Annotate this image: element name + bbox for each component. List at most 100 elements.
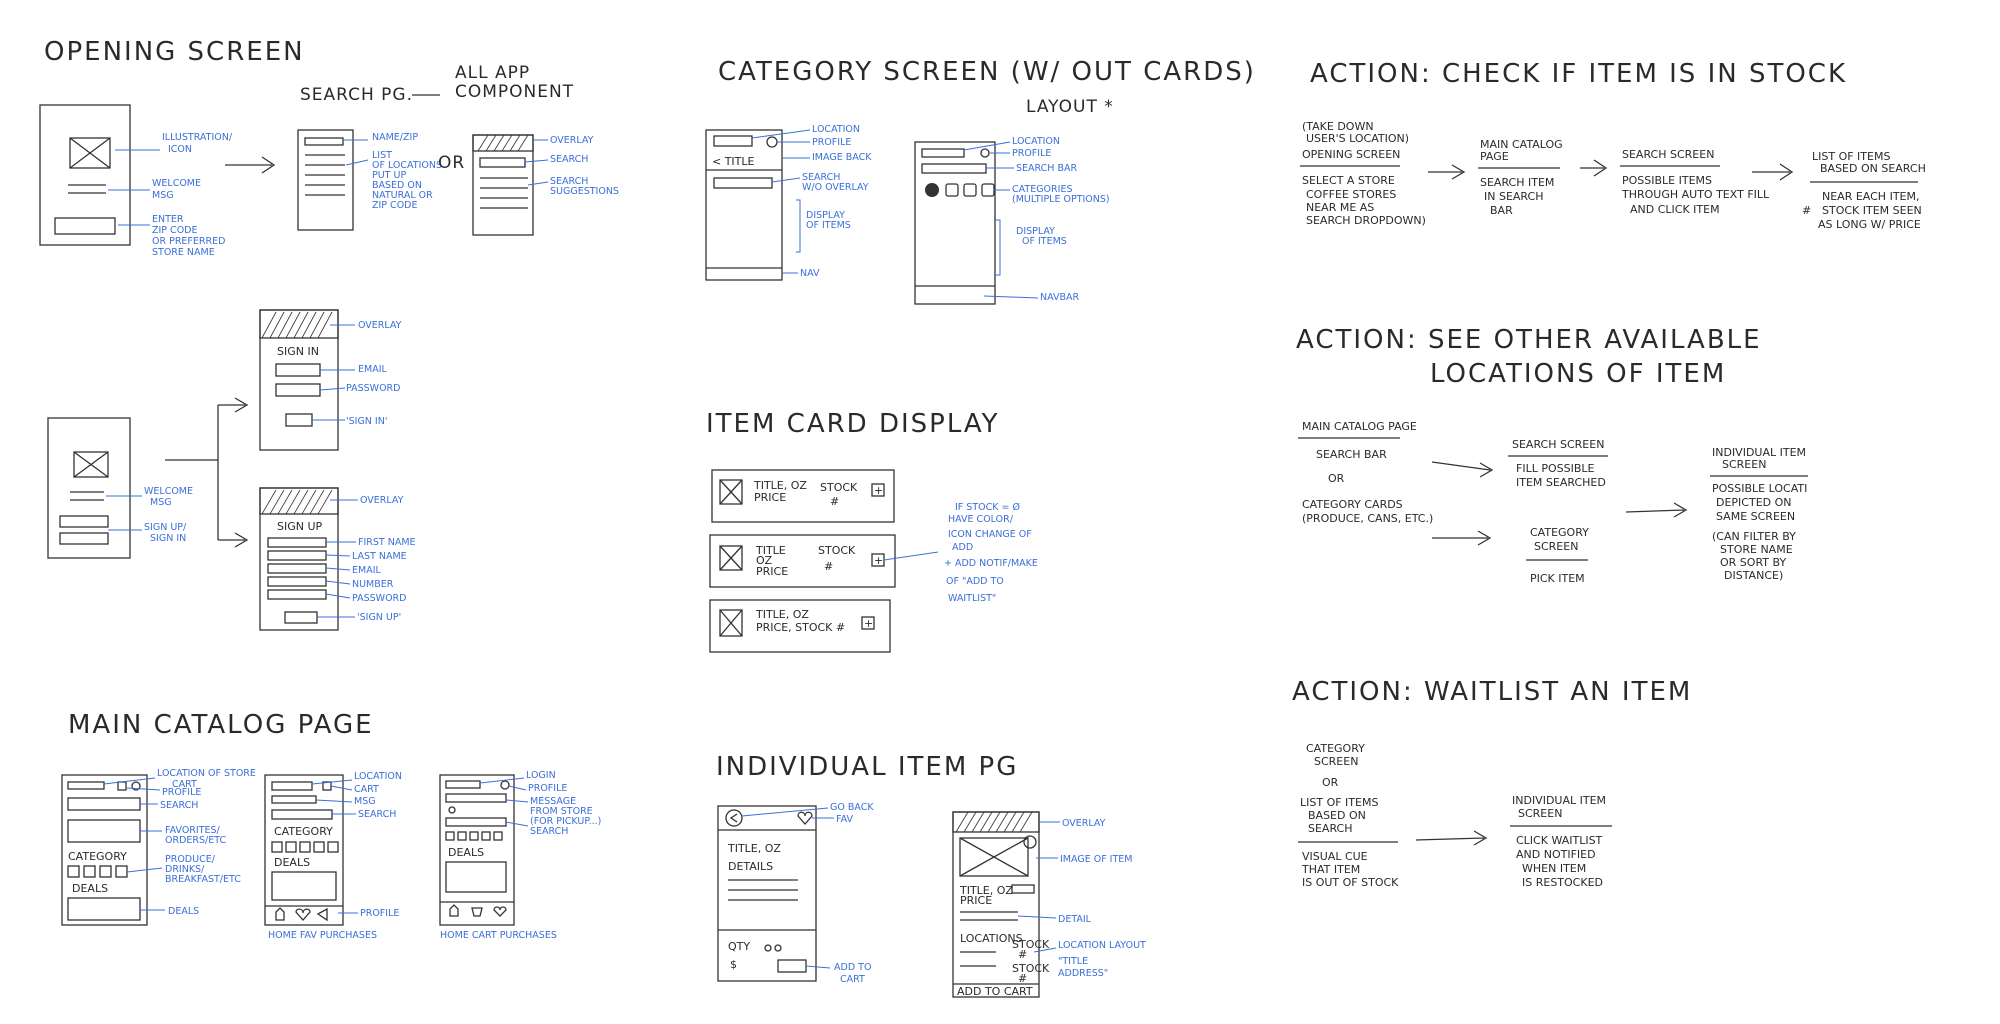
ind2-add-to-cart[interactable]: ADD TO CART	[957, 985, 1033, 998]
card3-price-stock: PRICE, STOCK #	[756, 621, 845, 634]
c2-location: LOCATION	[354, 771, 402, 782]
action2-title-1: ACTION: SEE OTHER AVAILABLE	[1296, 325, 1762, 355]
a3-c1-0: CATEGORY	[1306, 742, 1365, 755]
back-icon[interactable]	[725, 809, 743, 827]
note-based-on: BASED ON	[372, 180, 422, 191]
note-last-name: LAST NAME	[352, 551, 407, 562]
a1-c2-2: SEARCH ITEM	[1480, 176, 1554, 189]
a1-arrow-2	[1580, 159, 1608, 177]
catalog1-category: CATEGORY	[68, 850, 127, 863]
note-first-name: FIRST NAME	[358, 537, 416, 548]
a1-c3-3: AND CLICK ITEM	[1630, 203, 1720, 216]
note-name-zip: NAME/ZIP	[372, 132, 418, 143]
note-suggestions: SUGGESTIONS	[550, 186, 619, 197]
card3-add-icon[interactable]	[861, 616, 875, 630]
a1-c2-4: BAR	[1490, 204, 1513, 217]
card1-add-icon[interactable]	[871, 483, 885, 497]
card-note-2: HAVE COLOR/	[948, 514, 1014, 525]
catalog-phone-1	[61, 774, 148, 926]
branch-arrow-icon	[165, 397, 249, 548]
a1-hash: #	[1802, 204, 1811, 217]
item-card-2	[709, 534, 896, 588]
a2-c2b-1: SCREEN	[1534, 540, 1578, 553]
note-illustration: ILLUSTRATION/	[162, 132, 233, 143]
ind2-location-layout: LOCATION LAYOUT	[1058, 940, 1146, 951]
card-note-1: IF STOCK = Ø	[955, 502, 1020, 513]
a1-c1-6: SEARCH DROPDOWN)	[1306, 214, 1426, 227]
note-store: STORE NAME	[152, 247, 215, 258]
a2-c3-1: SCREEN	[1722, 458, 1766, 471]
card1-stock-num: #	[830, 495, 839, 508]
catalog-phone-2	[264, 774, 344, 926]
individual-phone-1	[717, 805, 817, 982]
a2-c1-1: SEARCH BAR	[1316, 448, 1387, 461]
add-to-cart-sketch[interactable]	[777, 959, 807, 973]
a1-c4-4: AS LONG W/ PRICE	[1818, 218, 1921, 231]
c3-pickup: (FOR PICKUP...)	[530, 816, 601, 827]
ind-go-back: GO BACK	[830, 802, 874, 813]
catalog-phone-3	[439, 774, 515, 926]
note-zip: ZIP CODE	[152, 225, 198, 236]
fav-icon[interactable]	[797, 811, 813, 825]
note-overlay: OVERLAY	[550, 135, 594, 146]
c3-login: LOGIN	[526, 770, 556, 781]
a2-c2b-0: CATEGORY	[1530, 526, 1589, 539]
component-label: COMPONENT	[455, 82, 574, 102]
cat2-navbar: NAVBAR	[1040, 292, 1080, 303]
note-preferred: OR PREFERRED	[152, 236, 225, 247]
c1-produce: PRODUCE/	[165, 854, 216, 865]
note-natural: NATURAL OR	[372, 190, 433, 201]
category-layout: LAYOUT *	[1026, 97, 1114, 117]
a3-c1-3: LIST OF ITEMS	[1300, 796, 1378, 809]
card1-price: PRICE	[754, 491, 786, 504]
illustration-box	[69, 137, 111, 169]
note-icon: ICON	[168, 144, 192, 155]
ind2-stock2: STOCK	[1012, 962, 1050, 975]
ind-add-to: ADD TO	[834, 962, 871, 973]
a1-c4-2: NEAR EACH ITEM,	[1822, 190, 1919, 203]
a2-c2a-0: SEARCH SCREEN	[1512, 438, 1604, 451]
cat2-items: OF ITEMS	[1022, 236, 1067, 247]
a2-arrow-1	[1431, 461, 1494, 478]
a2-c3-3: DEPICTED ON	[1716, 496, 1792, 509]
a1-c4-0: LIST OF ITEMS	[1812, 150, 1890, 163]
note-signin-overlay: OVERLAY	[358, 320, 402, 331]
signin-phone	[259, 309, 339, 451]
a3-arrow	[1415, 830, 1488, 846]
note-signin-email: EMAIL	[358, 364, 387, 375]
a1-c1-0: (TAKE DOWN	[1302, 120, 1374, 133]
c1-location: LOCATION OF STORE	[157, 768, 256, 779]
signin-title: SIGN IN	[277, 345, 319, 358]
a1-c4-1: BASED ON SEARCH	[1820, 162, 1926, 175]
action2-title-2: LOCATIONS OF ITEM	[1430, 359, 1726, 389]
cat1-display: DISPLAY	[806, 210, 845, 221]
a3-c2-3: AND NOTIFIED	[1516, 848, 1596, 861]
note-search2: SEARCH	[550, 176, 588, 187]
card2-stock: STOCK	[818, 544, 856, 557]
category-section: CATEGORY SCREEN (W/ OUT CARDS) LAYOUT * …	[705, 57, 1256, 305]
c1-search: SEARCH	[160, 800, 198, 811]
c2-msg: MSG	[354, 796, 376, 807]
signin-section: WELCOME MSG SIGN UP/ SIGN IN SIGN IN OVE…	[47, 309, 416, 631]
zip-input-sketch	[54, 217, 116, 235]
note-msg2: MSG	[150, 497, 172, 508]
a3-c1-7: THAT ITEM	[1301, 863, 1360, 876]
a2-c3-0: INDIVIDUAL ITEM	[1712, 446, 1806, 459]
a3-c2-0: INDIVIDUAL ITEM	[1512, 794, 1606, 807]
note-search: SEARCH	[550, 154, 588, 165]
category-title: CATEGORY SCREEN (W/ OUT CARDS)	[718, 57, 1256, 87]
c1-favorites: FAVORITES/	[165, 825, 221, 836]
a1-c2-0: MAIN CATALOG	[1480, 138, 1563, 151]
note-number: NUMBER	[352, 579, 394, 590]
note-welcome-msg: WELCOME	[144, 486, 193, 497]
arrow-icon	[225, 156, 276, 174]
cat2-multiple: (MULTIPLE OPTIONS)	[1012, 194, 1110, 205]
cat1-items: OF ITEMS	[806, 220, 851, 231]
close-icon[interactable]	[1023, 835, 1037, 849]
note-signup-button: 'SIGN UP'	[357, 612, 401, 623]
cat1-image-back: IMAGE BACK	[812, 152, 872, 163]
a1-c3-1: POSSIBLE ITEMS	[1622, 174, 1712, 187]
a3-c2-1: SCREEN	[1518, 807, 1562, 820]
individual-title: INDIVIDUAL ITEM PG	[716, 752, 1018, 782]
